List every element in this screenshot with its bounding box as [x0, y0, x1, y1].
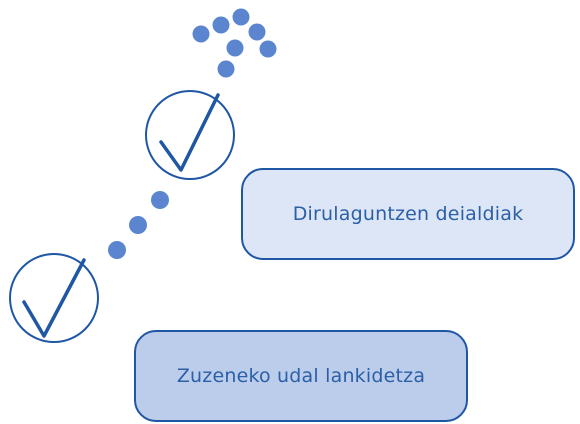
check-circle-icon: [145, 90, 235, 180]
subsidy-calls-label: Dirulaguntzen deialdiak: [292, 203, 524, 225]
direct-collaboration-label: Zuzeneko udal lankidetza: [176, 365, 426, 387]
check-circle-icon: [9, 253, 99, 343]
direct-collaboration-box: Zuzeneko udal lankidetza: [134, 330, 468, 422]
dot-trail-middle: [108, 191, 169, 259]
dot-cluster-top: [192, 8, 277, 78]
subsidy-calls-box: Dirulaguntzen deialdiak: [241, 168, 575, 260]
